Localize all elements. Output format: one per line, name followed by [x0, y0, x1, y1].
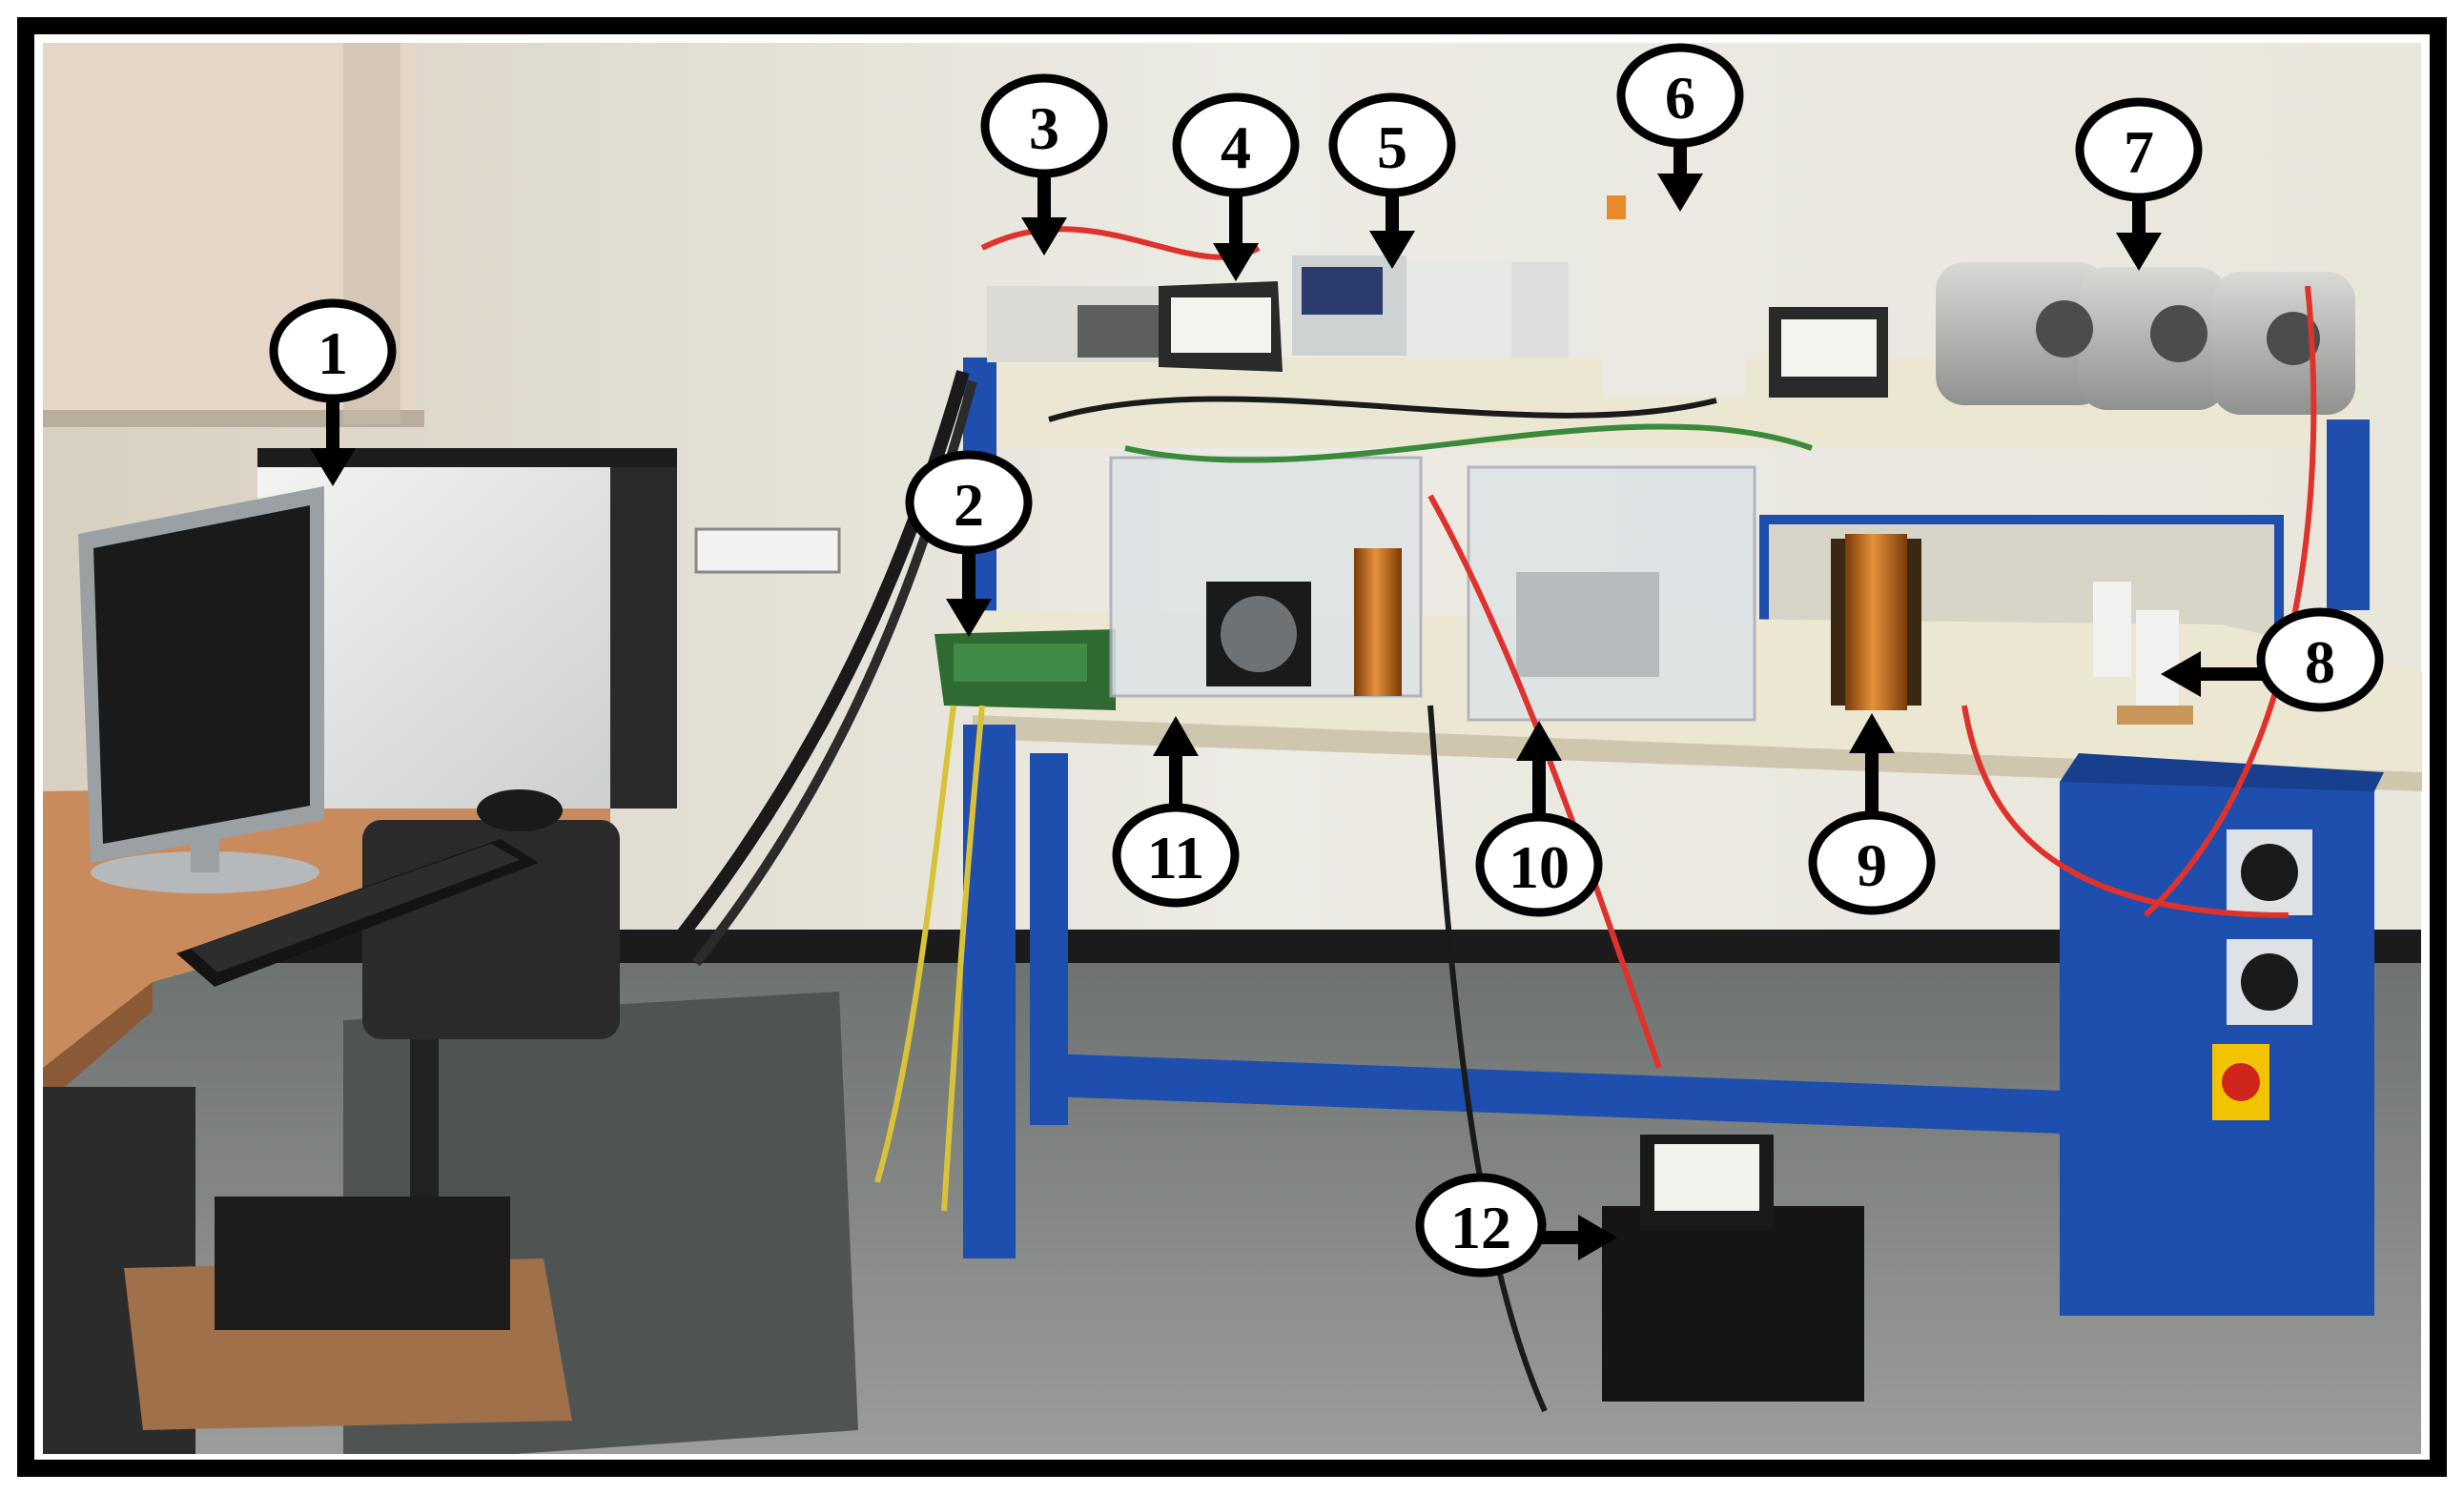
callout-marker-10: [1475, 812, 1603, 917]
frame-border: [17, 17, 2447, 1477]
acquisition-board: [934, 629, 1116, 710]
copper-inductor: [1831, 534, 1921, 710]
callout-label-5: 5: [1377, 113, 1407, 181]
callout-marker-8: [2256, 607, 2384, 712]
callout-marker-3: [980, 73, 1108, 178]
callout-11: 11: [1112, 716, 1240, 908]
callout-label-7: 7: [2124, 118, 2154, 186]
callout-3: 3: [980, 73, 1108, 256]
callout-2: 2: [905, 450, 1033, 637]
callout-5: 5: [1328, 92, 1456, 269]
cables: [662, 226, 2317, 1413]
callout-label-6: 6: [1665, 64, 1695, 132]
callout-label-2: 2: [954, 471, 984, 539]
callout-10: 10: [1475, 721, 1603, 917]
callout-4: 4: [1172, 92, 1300, 281]
power-supply-box: [987, 286, 1168, 362]
callout-marker-1: [269, 298, 397, 403]
capacitor-bank: [2093, 582, 2193, 725]
photo: [43, 43, 2422, 1454]
callout-marker-12: [1415, 1173, 1547, 1278]
variac-group: [1936, 262, 2355, 415]
callout-9: 9: [1808, 713, 1936, 915]
callout-label-3: 3: [1029, 94, 1059, 162]
analog-meter-1: [1159, 281, 1283, 372]
power-strip: [694, 527, 841, 574]
callout-7: 7: [2075, 97, 2203, 271]
pc-tower: [257, 448, 677, 808]
keyboard: [176, 839, 539, 987]
ups-box: [215, 1197, 510, 1330]
callout-label-9: 9: [1857, 831, 1887, 899]
callout-1: 1: [269, 298, 397, 486]
battery: [1602, 1135, 1864, 1402]
callout-8: 8: [2161, 607, 2384, 712]
callout-label-8: 8: [2305, 628, 2335, 696]
callout-marker-9: [1808, 810, 1936, 915]
oscilloscope: [1292, 256, 1569, 359]
callout-label-10: 10: [1509, 833, 1570, 901]
converter-enclosure: [1467, 465, 1756, 722]
callout-marker-5: [1328, 92, 1456, 197]
callout-marker-2: [905, 450, 1033, 555]
callout-6: 6: [1616, 43, 1744, 212]
callout-marker-7: [2075, 97, 2203, 202]
callout-marker-6: [1616, 43, 1744, 148]
analog-meter-2: [1769, 307, 1888, 398]
callout-label-11: 11: [1147, 824, 1204, 891]
callout-label-4: 4: [1221, 113, 1251, 181]
callout-label-1: 1: [318, 319, 348, 387]
control-board: [1602, 195, 1745, 396]
mouse: [477, 789, 563, 831]
callout-12: 12: [1415, 1173, 1617, 1278]
callouts: 1 2 3 4 5: [269, 43, 2384, 1278]
callout-marker-4: [1172, 92, 1300, 197]
callout-label-12: 12: [1450, 1194, 1511, 1261]
callout-marker-11: [1112, 803, 1240, 908]
inverter-enclosure: [1109, 456, 1423, 698]
monitor: [78, 486, 324, 893]
